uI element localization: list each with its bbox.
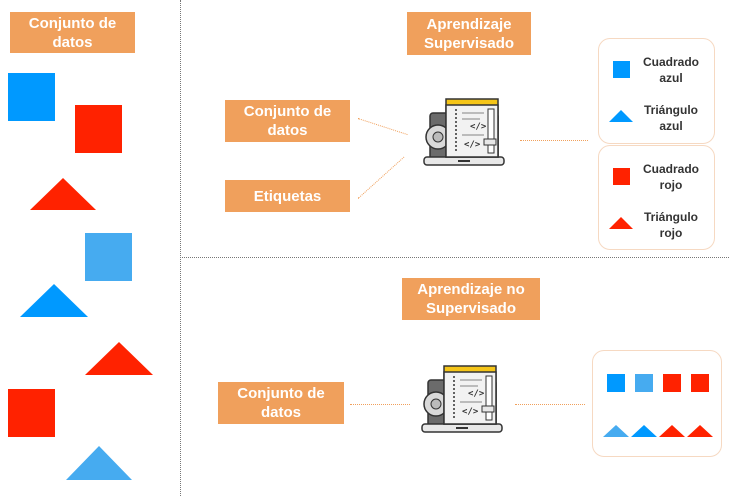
- labels-label: Etiquetas: [225, 180, 350, 212]
- blue-triangle: [631, 425, 657, 437]
- class-label: Triángulo azul: [644, 103, 698, 133]
- arrow: [515, 404, 585, 405]
- arrow: [520, 140, 588, 141]
- blue-triangle: [609, 110, 633, 122]
- red-class-box: [598, 145, 715, 250]
- blue-triangle: [20, 284, 88, 317]
- red-triangle: [85, 342, 153, 375]
- blue-square: [8, 73, 55, 121]
- arrow: [350, 404, 410, 405]
- supervised-title: Aprendizaje Supervisado: [407, 12, 531, 55]
- red-square: [8, 389, 55, 437]
- unsupervised-title: Aprendizaje no Supervisado: [402, 278, 540, 320]
- arrow: [357, 118, 408, 136]
- class-label: Triángulo rojo: [644, 210, 698, 240]
- lightblue-square: [635, 374, 653, 392]
- svg-text:</>: </>: [462, 407, 479, 417]
- red-triangle: [687, 425, 713, 437]
- lightblue-square: [85, 233, 132, 281]
- horizontal-divider: [180, 257, 729, 258]
- dataset-label: Conjunto de datos: [10, 12, 135, 53]
- red-triangle: [30, 178, 96, 210]
- class-label: Cuadrado rojo: [642, 162, 699, 192]
- red-triangle: [659, 425, 685, 437]
- svg-text:</>: </>: [470, 122, 487, 132]
- red-square: [613, 168, 630, 185]
- blue-square: [607, 374, 625, 392]
- red-square: [75, 105, 122, 153]
- lightblue-triangle: [603, 425, 629, 437]
- unsupervised-dataset-label: Conjunto de datos: [218, 382, 344, 424]
- red-square: [691, 374, 709, 392]
- vertical-divider: [180, 0, 181, 496]
- svg-text:</>: </>: [468, 389, 485, 399]
- arrow: [357, 156, 405, 199]
- blue-class-box: [598, 38, 715, 144]
- laptop-code-icon: </> </>: [421, 365, 503, 433]
- laptop-code-icon: </> </>: [423, 98, 505, 166]
- cluster-box: [592, 350, 722, 457]
- red-square: [663, 374, 681, 392]
- svg-text:</>: </>: [464, 140, 481, 150]
- blue-square: [613, 61, 630, 78]
- lightblue-triangle: [66, 446, 132, 480]
- red-triangle: [609, 217, 633, 229]
- class-label: Cuadrado azul: [642, 55, 699, 85]
- supervised-dataset-label: Conjunto de datos: [225, 100, 350, 142]
